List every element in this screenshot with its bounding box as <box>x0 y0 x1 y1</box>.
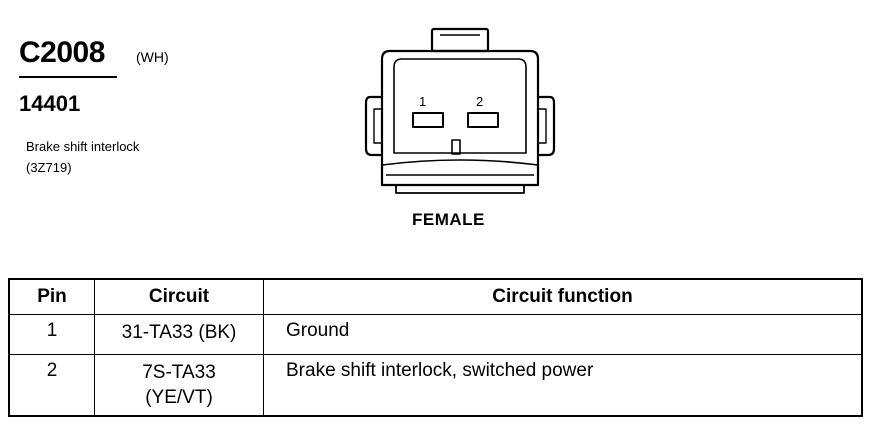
function-cell: Ground <box>263 314 863 355</box>
harness-id: 14401 <box>19 91 81 116</box>
circuit-line: (YE/VT) <box>145 387 213 408</box>
circuit-cell: 31-TA33 (BK) <box>94 314 264 355</box>
connector-id-underline <box>19 76 117 78</box>
function-cell: Brake shift interlock, switched power <box>263 354 863 417</box>
connector-face-diagram <box>364 27 556 194</box>
header-circuit-function: Circuit function <box>263 278 863 315</box>
pin-cell: 2 <box>8 354 95 417</box>
pin-cell: 1 <box>8 314 95 355</box>
pin-1-label: 1 <box>419 94 427 109</box>
table-row: 2 7S-TA33 (YE/VT) Brake shift interlock,… <box>8 354 863 417</box>
table-row: 1 31-TA33 (BK) Ground <box>8 314 863 355</box>
pin-2-label: 2 <box>476 94 484 109</box>
connector-id: C2008 <box>19 36 105 69</box>
circuit-line: 7S-TA33 <box>142 362 216 383</box>
connector-color: (WH) <box>136 49 169 65</box>
component-name: Brake shift interlock <box>26 139 140 154</box>
component-part-number: (3Z719) <box>26 160 72 175</box>
pinout-table: Pin Circuit Circuit function 1 31-TA33 (… <box>8 278 863 417</box>
circuit-line: 31-TA33 (BK) <box>121 322 237 343</box>
table-header-row: Pin Circuit Circuit function <box>8 278 863 315</box>
connector-gender-label: FEMALE <box>412 210 485 229</box>
header-circuit: Circuit <box>94 278 264 315</box>
header-pin: Pin <box>8 278 95 315</box>
circuit-cell: 7S-TA33 (YE/VT) <box>94 354 264 417</box>
